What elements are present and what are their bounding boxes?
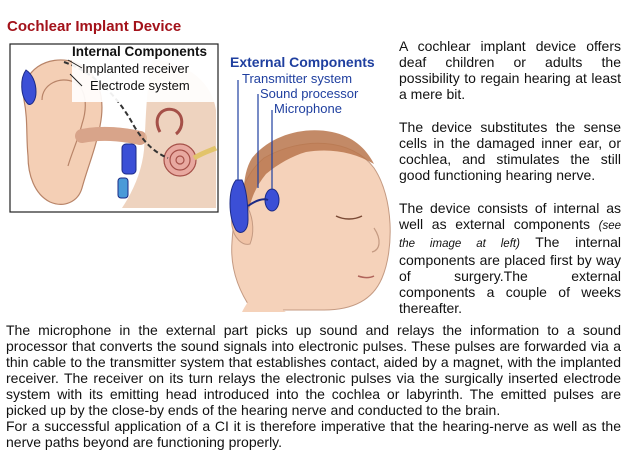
- implanted-receiver-label: Implanted receiver: [82, 61, 190, 76]
- external-components-heading: External Components: [230, 54, 375, 70]
- internal-components-heading: Internal Components: [72, 44, 207, 59]
- sound-processor-label: Sound processor: [260, 86, 359, 101]
- components-text-end: The internal components are placed first…: [399, 234, 621, 316]
- substitution-paragraph: The device substitutes the sense cells i…: [399, 119, 621, 183]
- intro-paragraph: A cochlear implant device offers deaf ch…: [399, 38, 621, 102]
- page-title: Cochlear Implant Device: [7, 18, 182, 35]
- transmitter-system-label: Transmitter system: [242, 71, 352, 86]
- microphone-label: Microphone: [274, 101, 342, 116]
- main-description: The microphone in the external part pick…: [6, 322, 621, 450]
- electrode-system-label: Electrode system: [90, 78, 190, 93]
- components-paragraph: The device consists of internal as well …: [399, 200, 621, 316]
- see-image-note: (see the image at left): [399, 220, 621, 250]
- side-description: A cochlear implant device offers deaf ch…: [399, 38, 621, 333]
- how-it-works-paragraph: The microphone in the external part pick…: [6, 322, 621, 418]
- cochlear-implant-illustration: Internal Components Implanted receiver E…: [2, 40, 394, 312]
- requirement-paragraph: For a successful application of a CI it …: [6, 418, 621, 450]
- components-text-start: The device consists of internal as well …: [399, 200, 621, 232]
- ear-cross-section-inset: [9, 43, 219, 213]
- child-head-illustration: [229, 130, 391, 312]
